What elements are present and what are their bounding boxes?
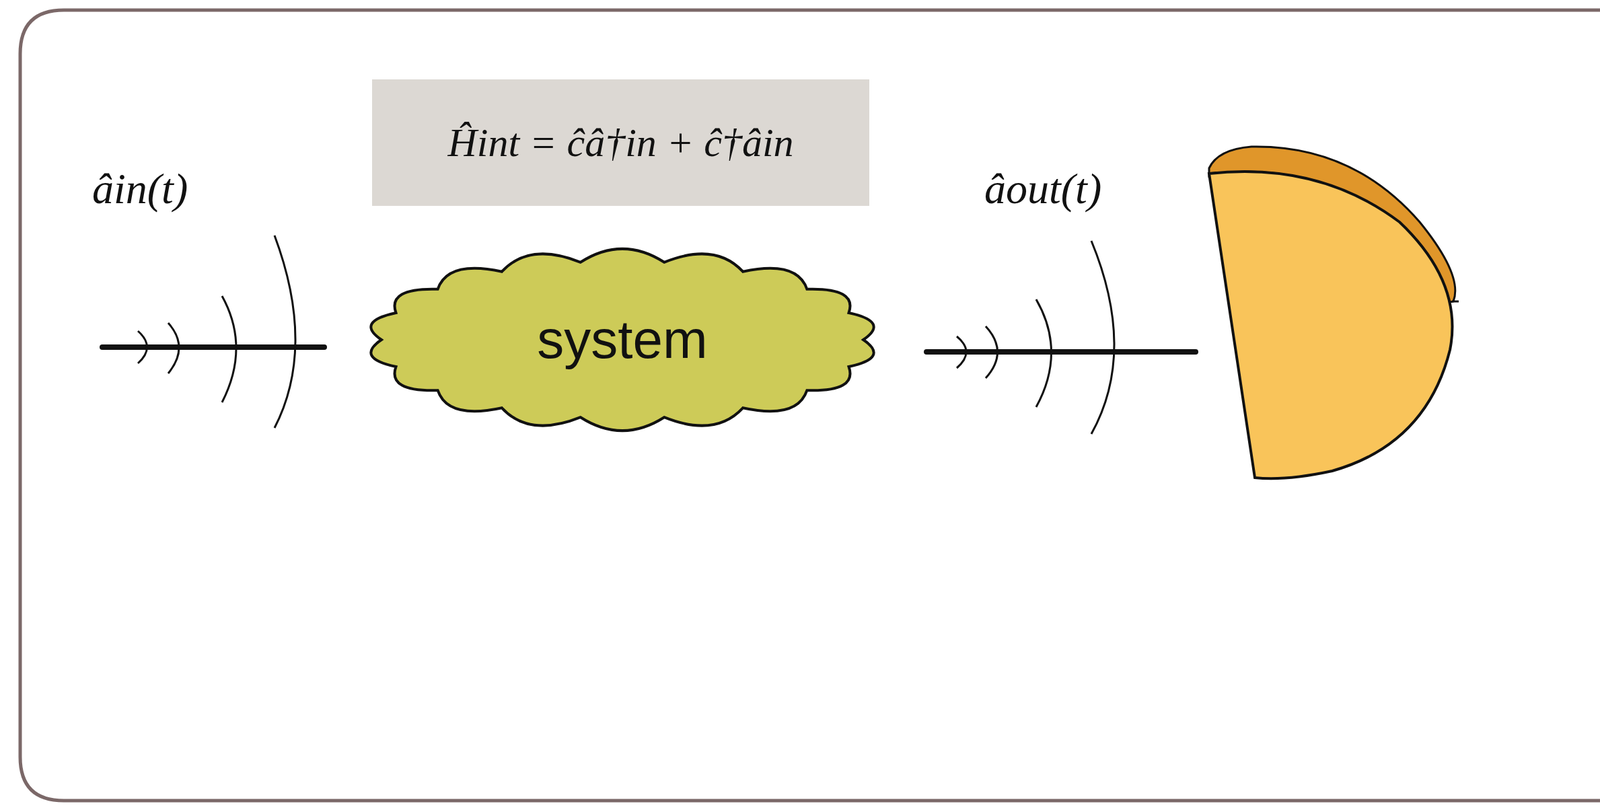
- node-text: system: [536, 308, 708, 371]
- output-waves: [956, 240, 1115, 434]
- node-text: Ĥint = ĉâ†in + ĉ†âin: [447, 119, 794, 167]
- detector: [1209, 146, 1459, 479]
- system-cloud: system: [356, 238, 889, 441]
- signal-name: âout(t): [984, 163, 1102, 216]
- frame-border: [20, 10, 1600, 801]
- signal-name: âin(t): [92, 163, 188, 216]
- hamiltonian-box: Ĥint = ĉâ†in + ĉ†âin: [372, 79, 870, 206]
- input-wire: [102, 344, 325, 350]
- input-waves: [137, 235, 296, 428]
